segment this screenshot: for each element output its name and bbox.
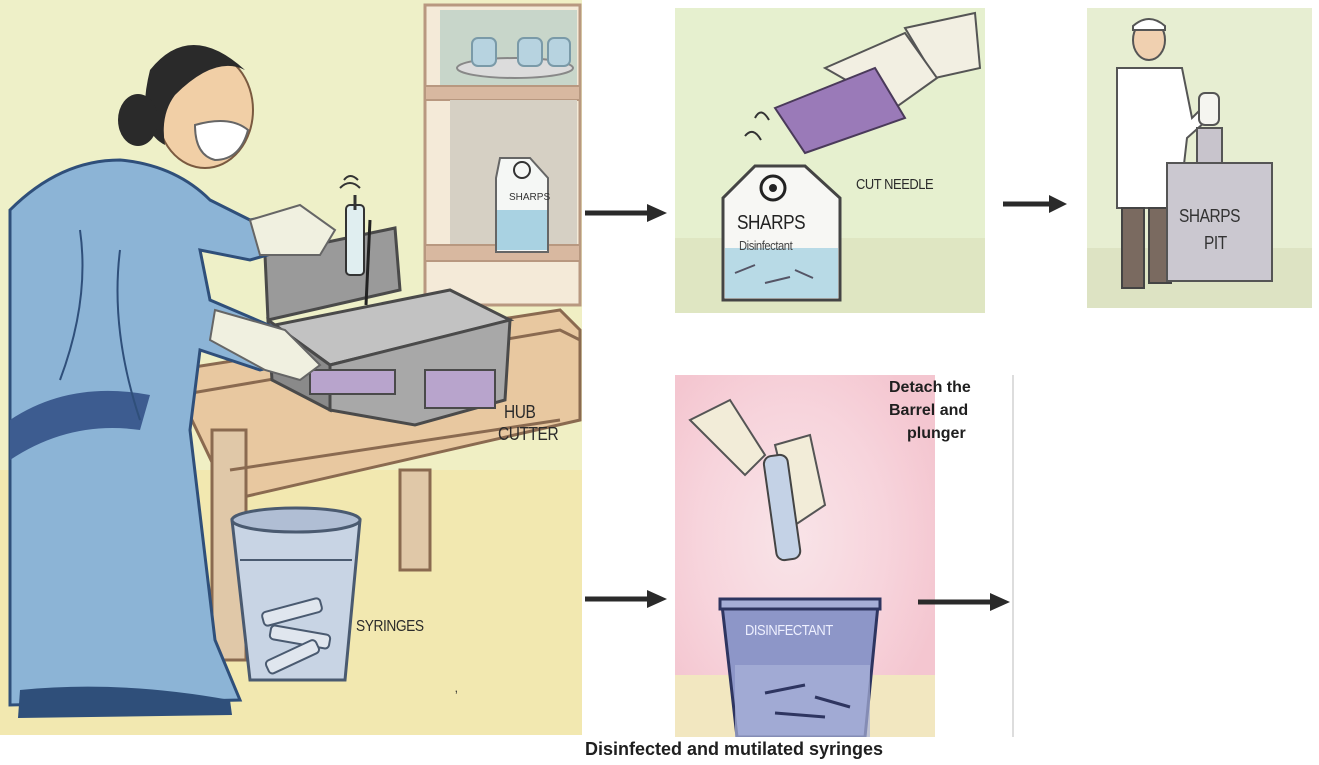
cut-needle-label: CUT NEEDLE [856, 176, 933, 193]
sharps-pit-sign-line2: PIT [1204, 233, 1227, 254]
shelf-unit [425, 5, 580, 305]
main-illustration-panel: SHARPS [0, 0, 582, 735]
sharps-pit-illustration [1087, 8, 1312, 308]
arrow-right-icon [585, 589, 667, 609]
detach-barrel-panel: Detach the Barrel and plunger DISINFECTA… [675, 375, 1015, 737]
arrow-right-icon [585, 203, 667, 223]
arrow-right-icon [918, 592, 1010, 612]
arrow-right-icon [1003, 195, 1067, 213]
sharps-pit-panel: SHARPS PIT [1087, 8, 1312, 308]
cut-needle-panel: CUT NEEDLE SHARPS Disinfectant [675, 8, 985, 313]
bottom-caption: Disinfected and mutilated syringes [585, 739, 883, 760]
detach-instruction-line3: plunger [907, 425, 966, 443]
hub-cutter-label-line2: CUTTER [498, 424, 558, 445]
sharps-jar-shelf: SHARPS [496, 158, 550, 252]
nurse-hub-cutter-illustration: SHARPS [0, 0, 582, 735]
jar-subtitle: Disinfectant [739, 238, 792, 253]
jar-label: SHARPS [509, 192, 550, 203]
cut-needle-illustration [675, 8, 985, 313]
detach-instruction-line1: Detach the [889, 379, 971, 397]
bucket-label: DISINFECTANT [745, 622, 833, 639]
syringes-label: SYRINGES [356, 618, 424, 636]
disinfectant-bucket [720, 599, 880, 737]
sharps-pit-sign-line1: SHARPS [1179, 206, 1240, 227]
detach-instruction-line2: Barrel and [889, 402, 968, 420]
hub-cutter-label-line1: HUB [504, 402, 535, 423]
stray-mark: ʼ [455, 688, 457, 704]
syringe-bin [232, 508, 360, 680]
jar-title: SHARPS [737, 212, 805, 235]
